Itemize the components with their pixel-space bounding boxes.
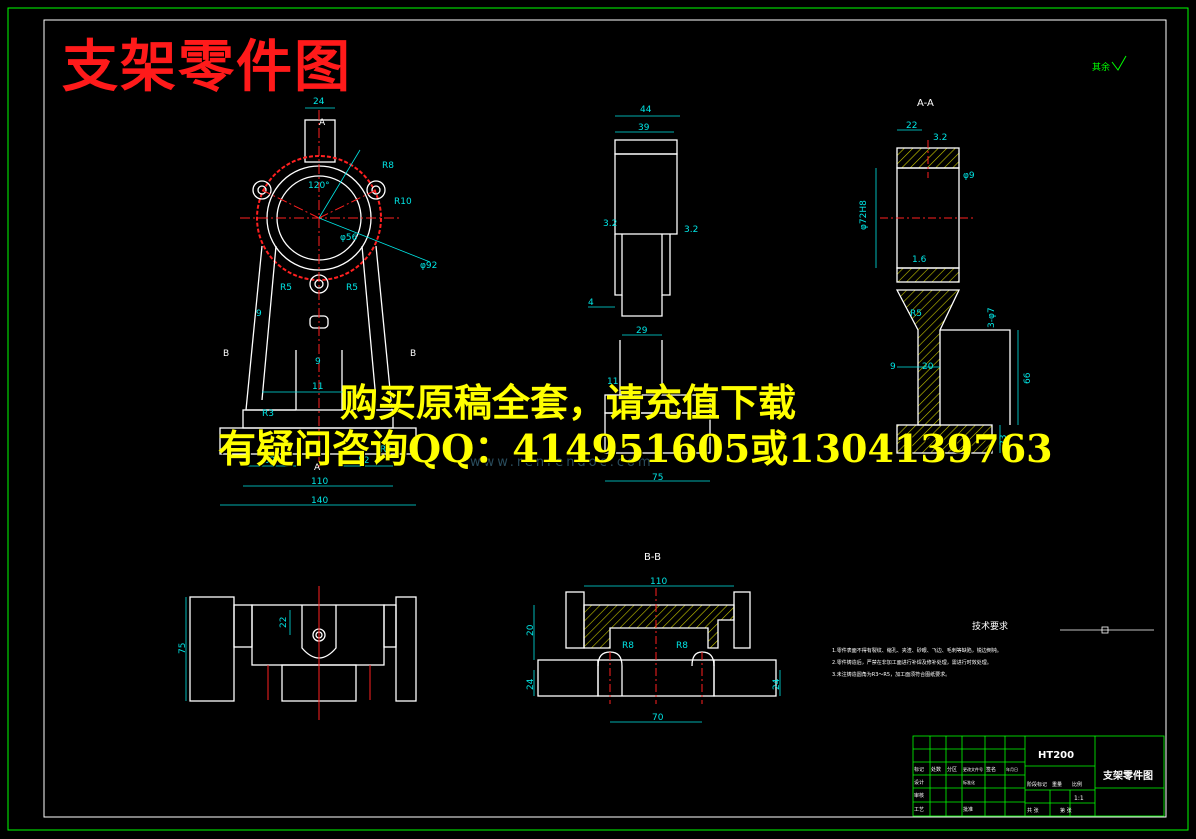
section-bb-view xyxy=(537,591,777,697)
notes-item-3: 3.未注铸造圆角为R3～R5，加工面须符合图纸要求。 xyxy=(832,671,950,678)
cut-b-left: B xyxy=(223,349,229,359)
title-block-label-review: 审核 xyxy=(914,792,924,799)
title-block-label-process: 工艺 xyxy=(914,807,924,813)
front-dim-52-right: 52 xyxy=(358,456,369,466)
front-dim-140: 140 xyxy=(311,496,328,506)
cut-a-bottom: A xyxy=(314,463,321,473)
front-dim-9-center: 9 xyxy=(315,357,321,367)
bb-dim-r8-left: R8 xyxy=(622,641,634,651)
outer-border xyxy=(7,7,1189,831)
front-dimensions xyxy=(220,107,431,506)
title-block-scale: 1:1 xyxy=(1074,795,1084,802)
notes-item-1: 1.零件表面不得有裂纹、缩孔、夹渣、砂眼、飞边、毛刺等缺陷，锐边倒钝。 xyxy=(832,647,1002,654)
section-bb-label: B-B xyxy=(644,552,661,563)
bb-dim-r8-right: R8 xyxy=(676,641,688,651)
bb-dim-20: 20 xyxy=(526,624,536,636)
download-banner-line1: 购买原稿全套，请充值下载 xyxy=(340,380,797,425)
aa-dim-9: 9 xyxy=(890,362,896,372)
title-block-label-standard: 标准化 xyxy=(963,779,975,785)
aa-roughness-mid: 1.6 xyxy=(912,255,927,265)
aa-dim-r5: R5 xyxy=(910,309,922,319)
front-dim-r5-left: R5 xyxy=(280,283,292,293)
title-block-label-change: 更改文件号 xyxy=(963,766,983,772)
front-dim-11: 11 xyxy=(312,382,323,392)
title-block-material: HT200 xyxy=(1038,750,1074,761)
notes-heading: 技术要求 xyxy=(972,620,1008,632)
side-dim-11: 11 xyxy=(607,377,618,387)
title-block-label-zone: 分区 xyxy=(947,766,957,773)
top-dim-22: 22 xyxy=(279,617,289,628)
section-aa-dimensions xyxy=(875,129,1019,453)
section-aa-centerlines xyxy=(880,140,975,219)
title-block-label-stage: 阶段标记 xyxy=(1027,781,1047,788)
title-block-label-mark: 标记 xyxy=(914,766,924,773)
side-dim-39: 39 xyxy=(638,123,650,133)
front-dim-r3-right: R3 xyxy=(380,445,392,455)
notes-item-2: 2.零件铸造后，严禁在非加工面进行补焊及修补处理，需进行时效处理。 xyxy=(832,659,992,666)
section-bb-dimensions xyxy=(533,585,781,723)
roughness-other-label: 其余 xyxy=(1092,61,1110,73)
technical-notes: 技术要求 1.零件表面不得有裂纹、缩孔、夹渣、砂眼、飞边、毛刺等缺陷，锐边倒钝。… xyxy=(832,620,1154,678)
front-dim-r8: R8 xyxy=(382,161,394,171)
side-dim-4: 4 xyxy=(588,298,594,308)
title-block-label-sheet: 第 张 xyxy=(1060,807,1072,814)
top-view-dimensions xyxy=(185,597,291,701)
watermark-text: www.renrendoc.com xyxy=(470,455,654,470)
side-roughness-right: 3.2 xyxy=(684,225,698,235)
download-banner-line2: 有疑问咨询QQ：414951605或1304139763 xyxy=(218,426,1053,471)
front-dim-110: 110 xyxy=(311,477,328,487)
section-aa-view xyxy=(895,147,1011,454)
front-dim-phi92: φ92 xyxy=(420,261,437,271)
title-block-label-count: 处数 xyxy=(931,766,941,773)
side-dim-75: 75 xyxy=(652,473,663,483)
front-dim-120-angle: 120° xyxy=(308,181,330,191)
side-roughness-left: 3.2 xyxy=(603,219,617,229)
side-dim-29: 29 xyxy=(636,326,648,336)
page-title: 支架零件图 xyxy=(62,34,352,100)
aa-roughness-top: 3.2 xyxy=(933,133,947,143)
title-block xyxy=(912,735,1165,817)
aa-dim-23: 23 xyxy=(999,435,1009,446)
title-block-label-sign: 签名 xyxy=(986,766,996,773)
cut-b-right: B xyxy=(410,349,416,359)
title-block-label-total: 共 张 xyxy=(1027,807,1039,814)
bb-dim-24-left: 24 xyxy=(526,678,536,690)
title-block-label-date: 年月日 xyxy=(1006,766,1018,772)
title-block-part-name: 支架零件图 xyxy=(1102,769,1153,782)
aa-dim-phi72: φ72H8 xyxy=(859,200,869,230)
roughness-symbol-other: 其余 xyxy=(1092,55,1127,73)
title-block-label-design: 设计 xyxy=(914,779,924,786)
bb-dim-24-right: 24 xyxy=(772,678,782,690)
front-dim-9-left: 9 xyxy=(256,309,262,319)
title-block-label-ratio: 比例 xyxy=(1072,781,1082,788)
front-dim-r10: R10 xyxy=(394,197,412,207)
cut-a-top: A xyxy=(319,118,326,128)
aa-dim-20: 20 xyxy=(922,362,934,372)
top-view-centerlines xyxy=(267,586,371,720)
front-dim-r5-right: R5 xyxy=(346,283,358,293)
front-dim-52-left: 52 xyxy=(264,456,275,466)
title-block-label-weight: 重量 xyxy=(1052,781,1062,788)
side-dimensions xyxy=(588,115,710,482)
title-block-label-approve: 批准 xyxy=(963,806,973,813)
aa-dim-phi9: φ9 xyxy=(963,171,975,181)
bb-dim-110: 110 xyxy=(650,577,667,587)
bb-dim-70: 70 xyxy=(652,713,664,723)
front-dim-24: 24 xyxy=(313,97,325,107)
section-aa-label: A-A xyxy=(917,98,934,109)
front-dim-r3-left: R3 xyxy=(262,409,274,419)
aa-dim-22: 22 xyxy=(906,121,917,131)
inner-border xyxy=(43,19,1167,818)
top-dim-75: 75 xyxy=(178,643,188,654)
front-dim-phi56: φ56 xyxy=(340,233,358,243)
aa-dim-66: 66 xyxy=(1023,372,1033,384)
aa-dim-3phi7: 3-φ7 xyxy=(987,307,997,328)
section-bb-centerlines xyxy=(609,588,703,704)
side-view xyxy=(604,139,711,454)
top-view xyxy=(189,596,417,702)
side-dim-44: 44 xyxy=(640,105,652,115)
